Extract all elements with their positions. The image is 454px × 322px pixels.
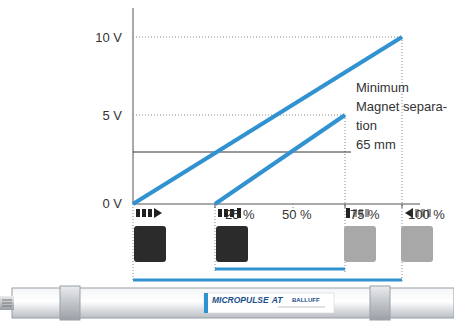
note-text: Minimum Magnet separa- tion: [356, 78, 453, 135]
dimension: 65 mm: [356, 135, 396, 154]
axis-value: 0 V: [102, 194, 122, 213]
signal-line: [215, 115, 345, 204]
brand-name: BALLUFF: [292, 294, 320, 306]
magnet: [134, 226, 433, 262]
axis-percent: 100 %: [408, 205, 445, 224]
axis-value: 10 V: [95, 28, 122, 47]
axis-percent: 25 %: [225, 205, 255, 224]
brand-name: AT: [272, 294, 283, 306]
threshold-line: [133, 152, 351, 153]
axis-value: 5 V: [102, 106, 122, 125]
sensor-rod: [0, 286, 454, 320]
range-bar: [215, 268, 345, 271]
range-bar: [133, 279, 402, 282]
brand-name: MICROPULSE: [212, 294, 269, 306]
x-axis: [133, 204, 420, 205]
axis-percent: 75 %: [350, 205, 380, 224]
axis-percent: 50 %: [282, 205, 312, 224]
guide-lines: [133, 37, 402, 282]
